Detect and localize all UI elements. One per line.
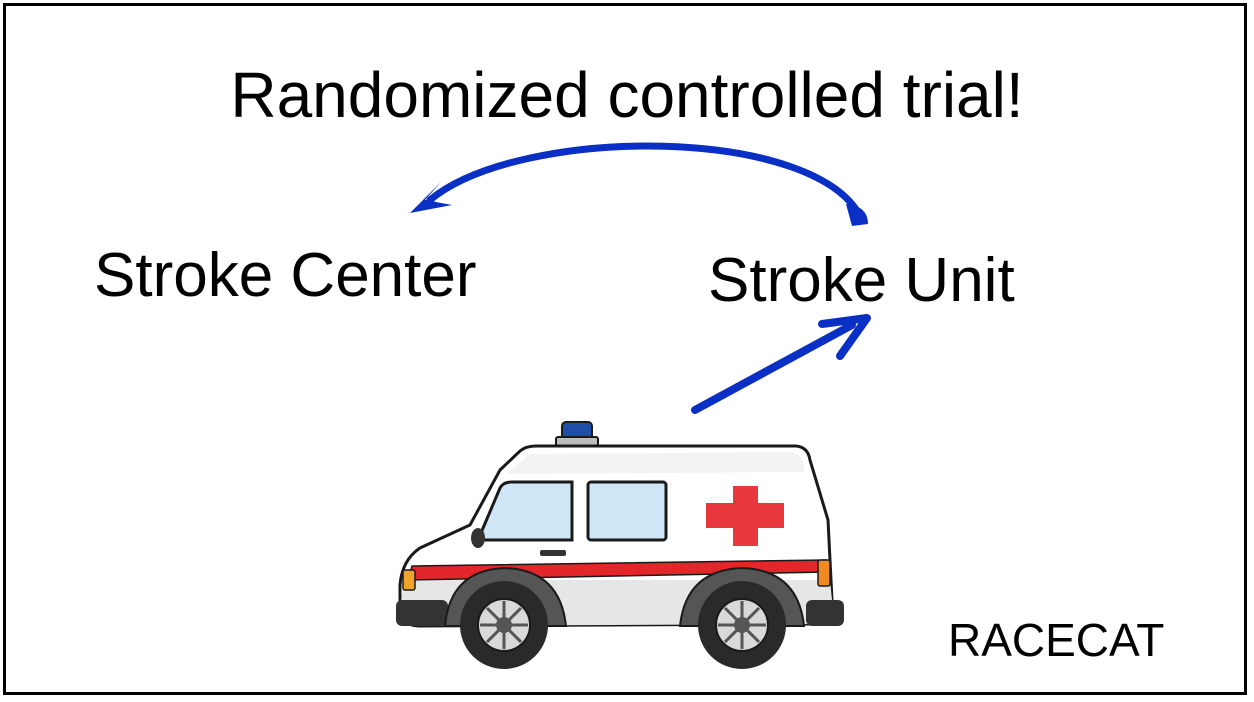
stroke-center-label: Stroke Center (94, 241, 477, 310)
racecat-label: RACECAT (948, 614, 1165, 666)
diagram-title: Randomized controlled trial! (230, 59, 1024, 131)
ambulance-icon (396, 421, 844, 669)
straight-arrow (691, 314, 871, 414)
curved-arrow (410, 142, 868, 226)
stroke-unit-label: Stroke Unit (708, 246, 1015, 315)
